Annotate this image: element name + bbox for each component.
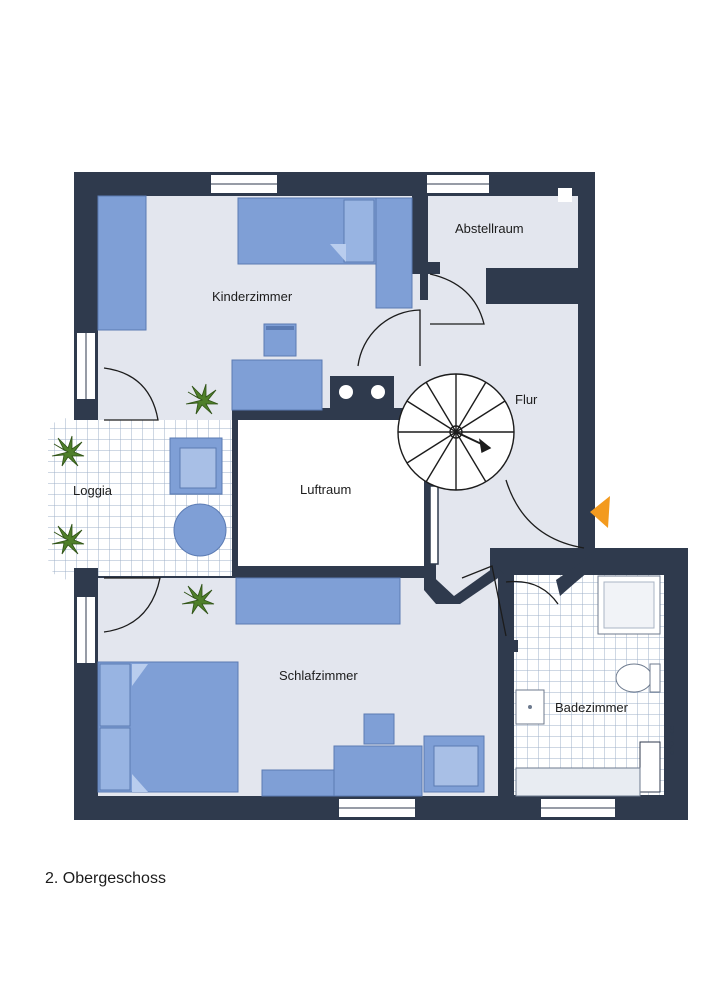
shelf (375, 197, 413, 309)
room-label-abstellraum: Abstellraum (455, 221, 524, 236)
windows (75, 173, 661, 819)
door-icon (429, 273, 485, 325)
plant-icon (51, 435, 85, 467)
door-icon (461, 565, 507, 637)
pillow (99, 663, 131, 727)
round-table (173, 503, 227, 557)
door-icon (103, 367, 159, 421)
doors (103, 273, 585, 637)
bathroom-fixtures (515, 575, 661, 797)
toilet (615, 663, 653, 693)
sink (515, 689, 545, 725)
desk (231, 359, 323, 411)
pillow (343, 199, 375, 263)
wardrobe (97, 195, 147, 331)
luftraum-floor (238, 420, 424, 570)
chair (363, 713, 395, 745)
interior-walls (74, 196, 600, 796)
room-label-kinderzimmer: Kinderzimmer (212, 289, 293, 304)
kinderzimmer-furniture (97, 195, 413, 411)
plant-icon (185, 383, 219, 415)
pillow (99, 727, 131, 791)
schlafzimmer-furniture (97, 577, 485, 797)
door-icon (505, 479, 585, 549)
stair-icon (397, 373, 515, 491)
loggia-furniture (169, 437, 227, 557)
door-icon (103, 577, 161, 633)
plant-icon (51, 523, 85, 555)
entrance-arrow-icon (590, 496, 610, 528)
desk (333, 745, 423, 797)
plants (51, 383, 219, 615)
room-label-luftraum: Luftraum (300, 482, 352, 497)
sideboard (235, 577, 401, 625)
floor-caption: 2. Obergeschoss (45, 870, 166, 887)
door-icon (357, 309, 421, 367)
door-icon (505, 580, 559, 605)
plant-icon (181, 583, 215, 615)
abstellraum-floor (428, 196, 578, 268)
room-label-flur: Flur (515, 392, 538, 407)
brand-logo: onOffice (668, 725, 676, 755)
window-icon (429, 485, 439, 565)
dresser (261, 769, 335, 797)
room-label-schlafzimmer: Schlafzimmer (279, 668, 358, 683)
room-label-loggia: Loggia (73, 483, 113, 498)
room-label-badezimmer: Badezimmer (555, 700, 628, 715)
bathtub (515, 767, 641, 797)
